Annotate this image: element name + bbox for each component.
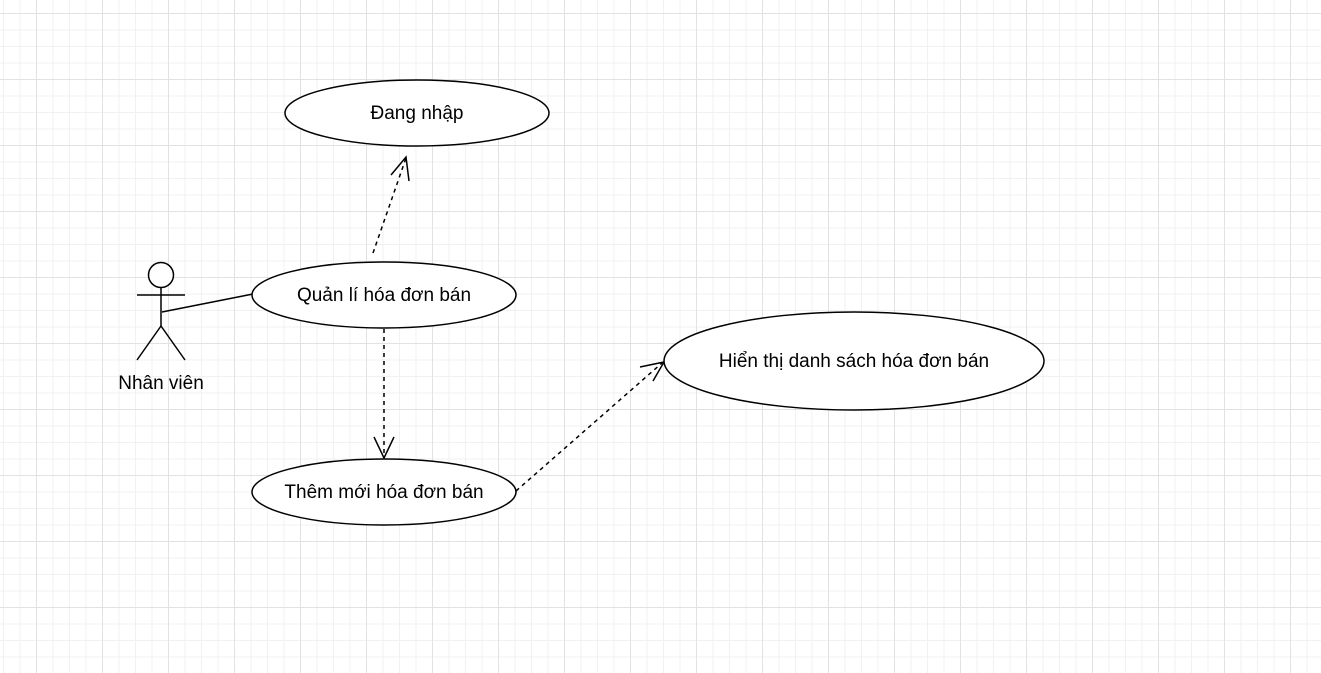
association-actor-manage — [161, 293, 254, 313]
arrow-head-icon — [390, 155, 410, 182]
actor-label: Nhân viên — [118, 373, 204, 394]
actor-left-leg — [136, 325, 162, 361]
dependency-add-show — [515, 360, 666, 492]
use-case-ellipse — [284, 79, 550, 147]
use-case-label: Quản lí hóa đơn bán — [297, 285, 471, 306]
use-case-manage-sales-invoices[interactable]: Quản lí hóa đơn bán — [251, 261, 517, 329]
use-case-label: Hiển thị danh sách hóa đơn bán — [719, 351, 989, 372]
use-case-label: Đang nhập — [371, 103, 464, 124]
use-case-add-sales-invoice[interactable]: Thêm mới hóa đơn bán — [251, 458, 517, 526]
dependency-line — [515, 362, 663, 492]
arrow-head-icon — [373, 436, 395, 460]
actor-nhan-vien[interactable]: Nhân viên — [118, 261, 204, 395]
actor-right-leg — [160, 325, 186, 361]
use-case-login[interactable]: Đang nhập — [284, 79, 550, 147]
actor-head — [147, 261, 175, 289]
dependency-manage-login — [372, 155, 410, 254]
use-case-ellipse — [251, 261, 517, 329]
use-case-ellipse — [663, 311, 1045, 411]
dependency-line — [372, 157, 407, 254]
dependency-manage-add — [373, 329, 395, 460]
use-case-show-sales-invoice-list[interactable]: Hiển thị danh sách hóa đơn bán — [663, 311, 1045, 411]
use-case-label: Thêm mới hóa đơn bán — [284, 482, 483, 503]
use-case-ellipse — [251, 458, 517, 526]
